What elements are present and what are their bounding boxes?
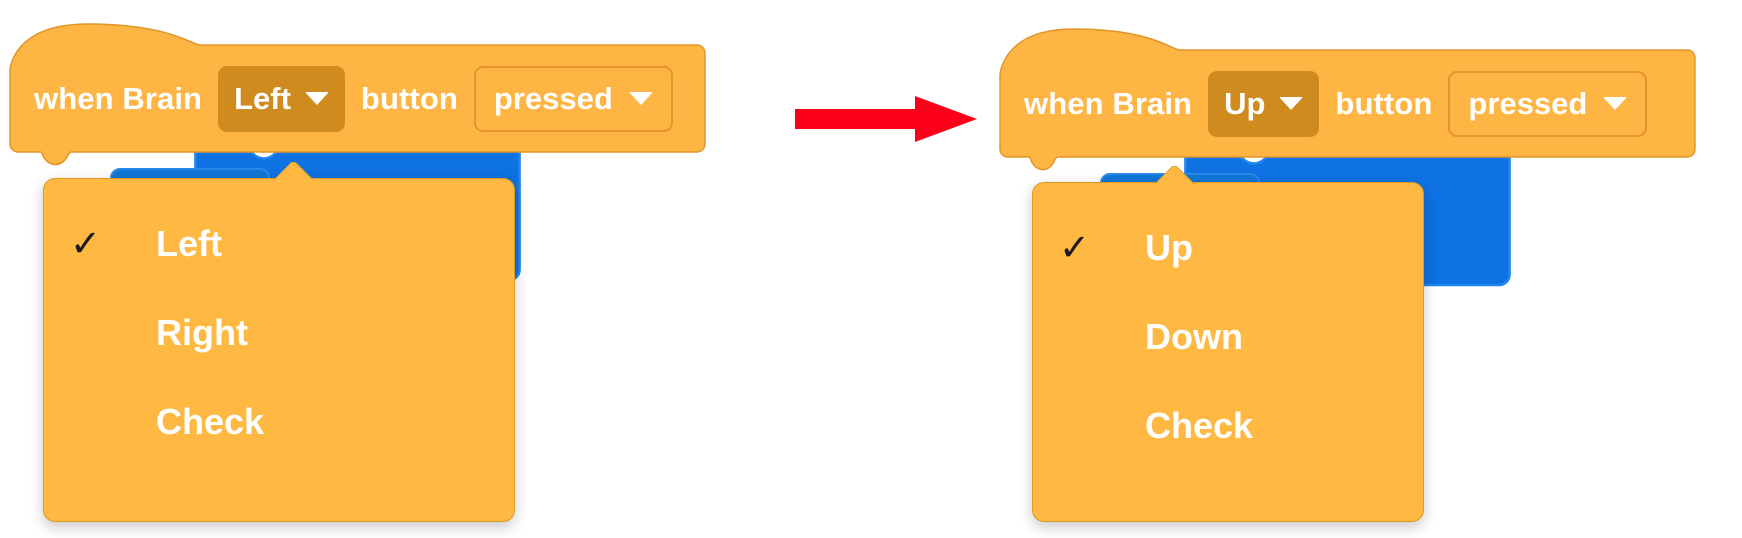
button-label: button	[1335, 86, 1433, 121]
when-brain-button-pressed-block-before[interactable]: when Brain Left button pressed	[9, 12, 706, 166]
menu-item-label: Check	[156, 400, 265, 442]
menu-item-label: Left	[156, 222, 222, 264]
hat-block-row: when Brain Left button pressed	[10, 45, 673, 152]
menu-item-left[interactable]: ✓ Left	[44, 199, 514, 288]
brain-button-value: Left	[234, 81, 291, 116]
menu-pointer-notch	[274, 162, 320, 180]
menu-item-down[interactable]: Down	[1033, 292, 1423, 381]
brain-button-dropdown-menu-after[interactable]: ✓ Up Down Check	[1032, 182, 1424, 522]
menu-item-right[interactable]: Right	[44, 288, 514, 377]
menu-item-list: ✓ Up Down Check	[1033, 183, 1423, 470]
check-icon: ✓	[1059, 227, 1091, 268]
menu-item-label: Right	[156, 311, 248, 353]
menu-item-up[interactable]: ✓ Up	[1033, 203, 1423, 292]
brain-button-dropdown[interactable]: Up	[1208, 70, 1320, 137]
menu-pointer-notch	[1155, 166, 1201, 184]
when-brain-label: when Brain	[1024, 86, 1193, 121]
menu-item-list: ✓ Left Right Check	[44, 179, 514, 466]
button-state-value: pressed	[1468, 86, 1588, 121]
menu-item-check[interactable]: Check	[1033, 381, 1423, 470]
when-brain-button-pressed-block-after[interactable]: when Brain Up button pressed	[999, 17, 1735, 171]
chevron-down-icon	[1279, 97, 1304, 110]
panel-after: turn left when Brain Up button pressed	[990, 0, 1742, 538]
menu-item-label: Down	[1145, 315, 1243, 357]
chevron-down-icon	[304, 92, 329, 105]
button-label: button	[360, 81, 458, 116]
button-state-dropdown[interactable]: pressed	[473, 65, 673, 132]
button-state-dropdown[interactable]: pressed	[1448, 70, 1648, 137]
arrow-right-icon	[795, 96, 977, 142]
when-brain-label: when Brain	[34, 81, 203, 116]
button-state-value: pressed	[493, 81, 613, 116]
brain-button-value: Up	[1224, 86, 1266, 121]
menu-item-check[interactable]: Check	[44, 377, 514, 466]
chevron-down-icon	[1603, 97, 1628, 110]
menu-item-label: Check	[1145, 404, 1254, 446]
chevron-down-icon	[628, 92, 653, 105]
check-icon: ✓	[70, 223, 102, 264]
hat-block-row: when Brain Up button pressed	[1000, 50, 1648, 157]
brain-button-dropdown-menu-before[interactable]: ✓ Left Right Check	[43, 178, 515, 522]
panel-before: turn left when Brain Left button pressed	[0, 0, 760, 538]
brain-button-dropdown[interactable]: Left	[218, 65, 345, 132]
menu-item-label: Up	[1145, 226, 1193, 268]
